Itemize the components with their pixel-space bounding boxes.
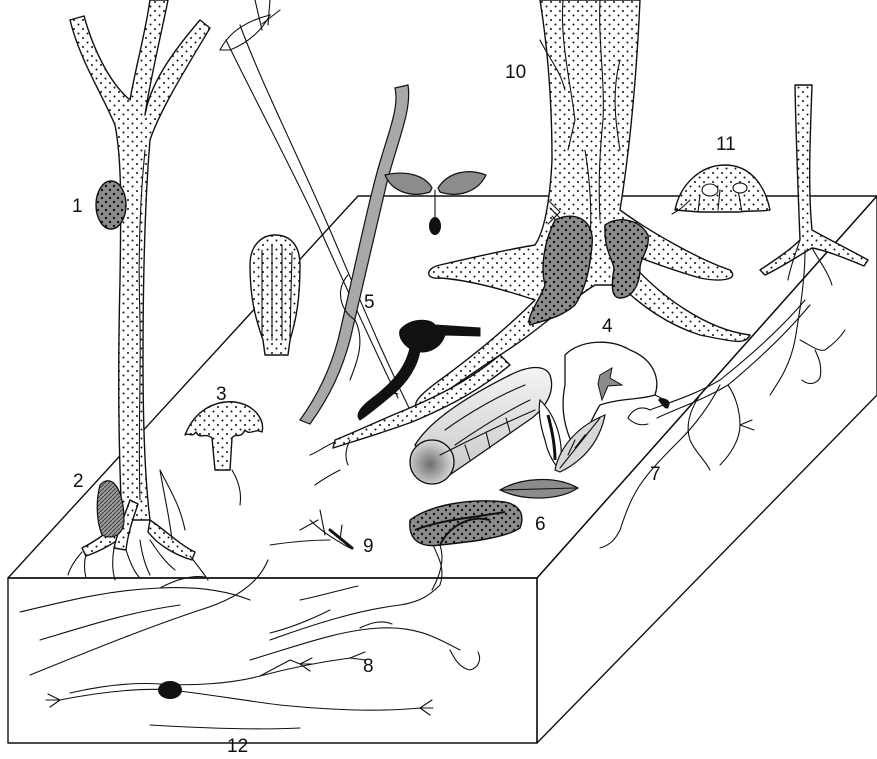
seedling (385, 172, 486, 235)
log-end (410, 440, 454, 484)
label-7: 7 (650, 464, 661, 485)
fruiting-body-3 (185, 402, 263, 505)
hypha-8 (60, 689, 420, 710)
liana (240, 25, 415, 420)
label-10: 10 (505, 62, 526, 83)
label-11: 11 (716, 134, 736, 155)
label-9: 9 (363, 536, 374, 557)
club-fungus (250, 235, 300, 355)
label-3: 3 (216, 384, 227, 405)
bracket-fungus-1 (96, 181, 126, 229)
soil-front-face (8, 578, 537, 743)
small-sprout (658, 398, 670, 408)
fungus-covered-branch-6 (410, 501, 522, 546)
label-12: 12 (227, 736, 248, 757)
log-6 (410, 501, 522, 590)
label-4: 4 (602, 316, 613, 337)
tree-right (760, 85, 868, 395)
sclerotium-dark (158, 681, 182, 699)
tree-left (68, 0, 210, 580)
insect-9 (270, 510, 352, 548)
termite-mound-11 (672, 165, 770, 214)
label-5: 5 (364, 292, 375, 313)
label-8: 8 (363, 656, 374, 677)
soil-mycelium (20, 545, 480, 729)
label-1: 1 (72, 196, 83, 217)
label-2: 2 (73, 471, 84, 492)
label-6: 6 (535, 514, 546, 535)
